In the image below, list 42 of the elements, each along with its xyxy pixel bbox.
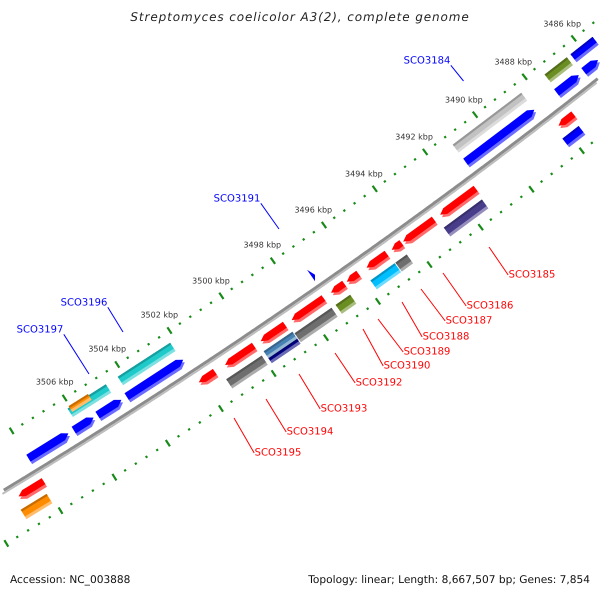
scale-label: 3486 kbp (543, 19, 582, 28)
leader-line (266, 398, 287, 432)
leader-line (378, 318, 404, 352)
gene-label: SCO3191 (214, 193, 260, 205)
gene-label: SCO3193 (320, 403, 368, 415)
leader-line (442, 272, 467, 306)
leader-line (450, 64, 464, 82)
gene-label: SCO3189 (404, 346, 450, 358)
scale-label: 3500 kbp (192, 276, 230, 286)
leader-line (488, 246, 509, 276)
scale-label: 3490 kbp (445, 95, 483, 104)
gene-label: SCO3194 (286, 426, 334, 438)
gene-label: SCO3196 (60, 297, 108, 309)
gene-label: SCO3190 (384, 360, 430, 372)
scale-label: 3504 kbp (88, 344, 126, 354)
diagram-title: Streptomyces coelicolor A3(2), complete genome (130, 11, 470, 25)
scale-label: 3488 kbp (494, 57, 532, 67)
leader-line (334, 352, 356, 384)
scale-label: 3502 kbp (140, 310, 178, 320)
leader-line (63, 334, 90, 374)
gene-label: SCO3186 (466, 300, 514, 312)
leader-line (298, 374, 321, 410)
genome-stats-text: Topology: linear; Length: 8,667,507 bp; Genes: 7,854 (308, 574, 590, 586)
scale-label: 3494 kbp (345, 169, 383, 178)
leader-line (107, 306, 124, 332)
leader-line (402, 302, 423, 338)
gene-label: SCO3184 (404, 55, 450, 67)
leader-line (260, 202, 280, 230)
leader-line (234, 418, 255, 454)
accession-text: Accession: NC_003888 (10, 574, 130, 586)
scale-label: 3506 kbp (36, 378, 74, 387)
leader-line (362, 328, 384, 366)
scale-label: 3492 kbp (395, 132, 433, 142)
gene-label: SCO3197 (16, 324, 64, 336)
scale-label: 3496 kbp (294, 205, 332, 214)
gene-label: SCO3187 (446, 315, 492, 327)
gene-label: SCO3192 (356, 377, 402, 389)
gene-label: SCO3188 (422, 331, 470, 343)
gene-label: SCO3185 (508, 269, 556, 281)
gene-label: SCO3195 (254, 447, 302, 459)
scale-label: 3498 kbp (243, 240, 282, 250)
leader-line (420, 288, 446, 322)
